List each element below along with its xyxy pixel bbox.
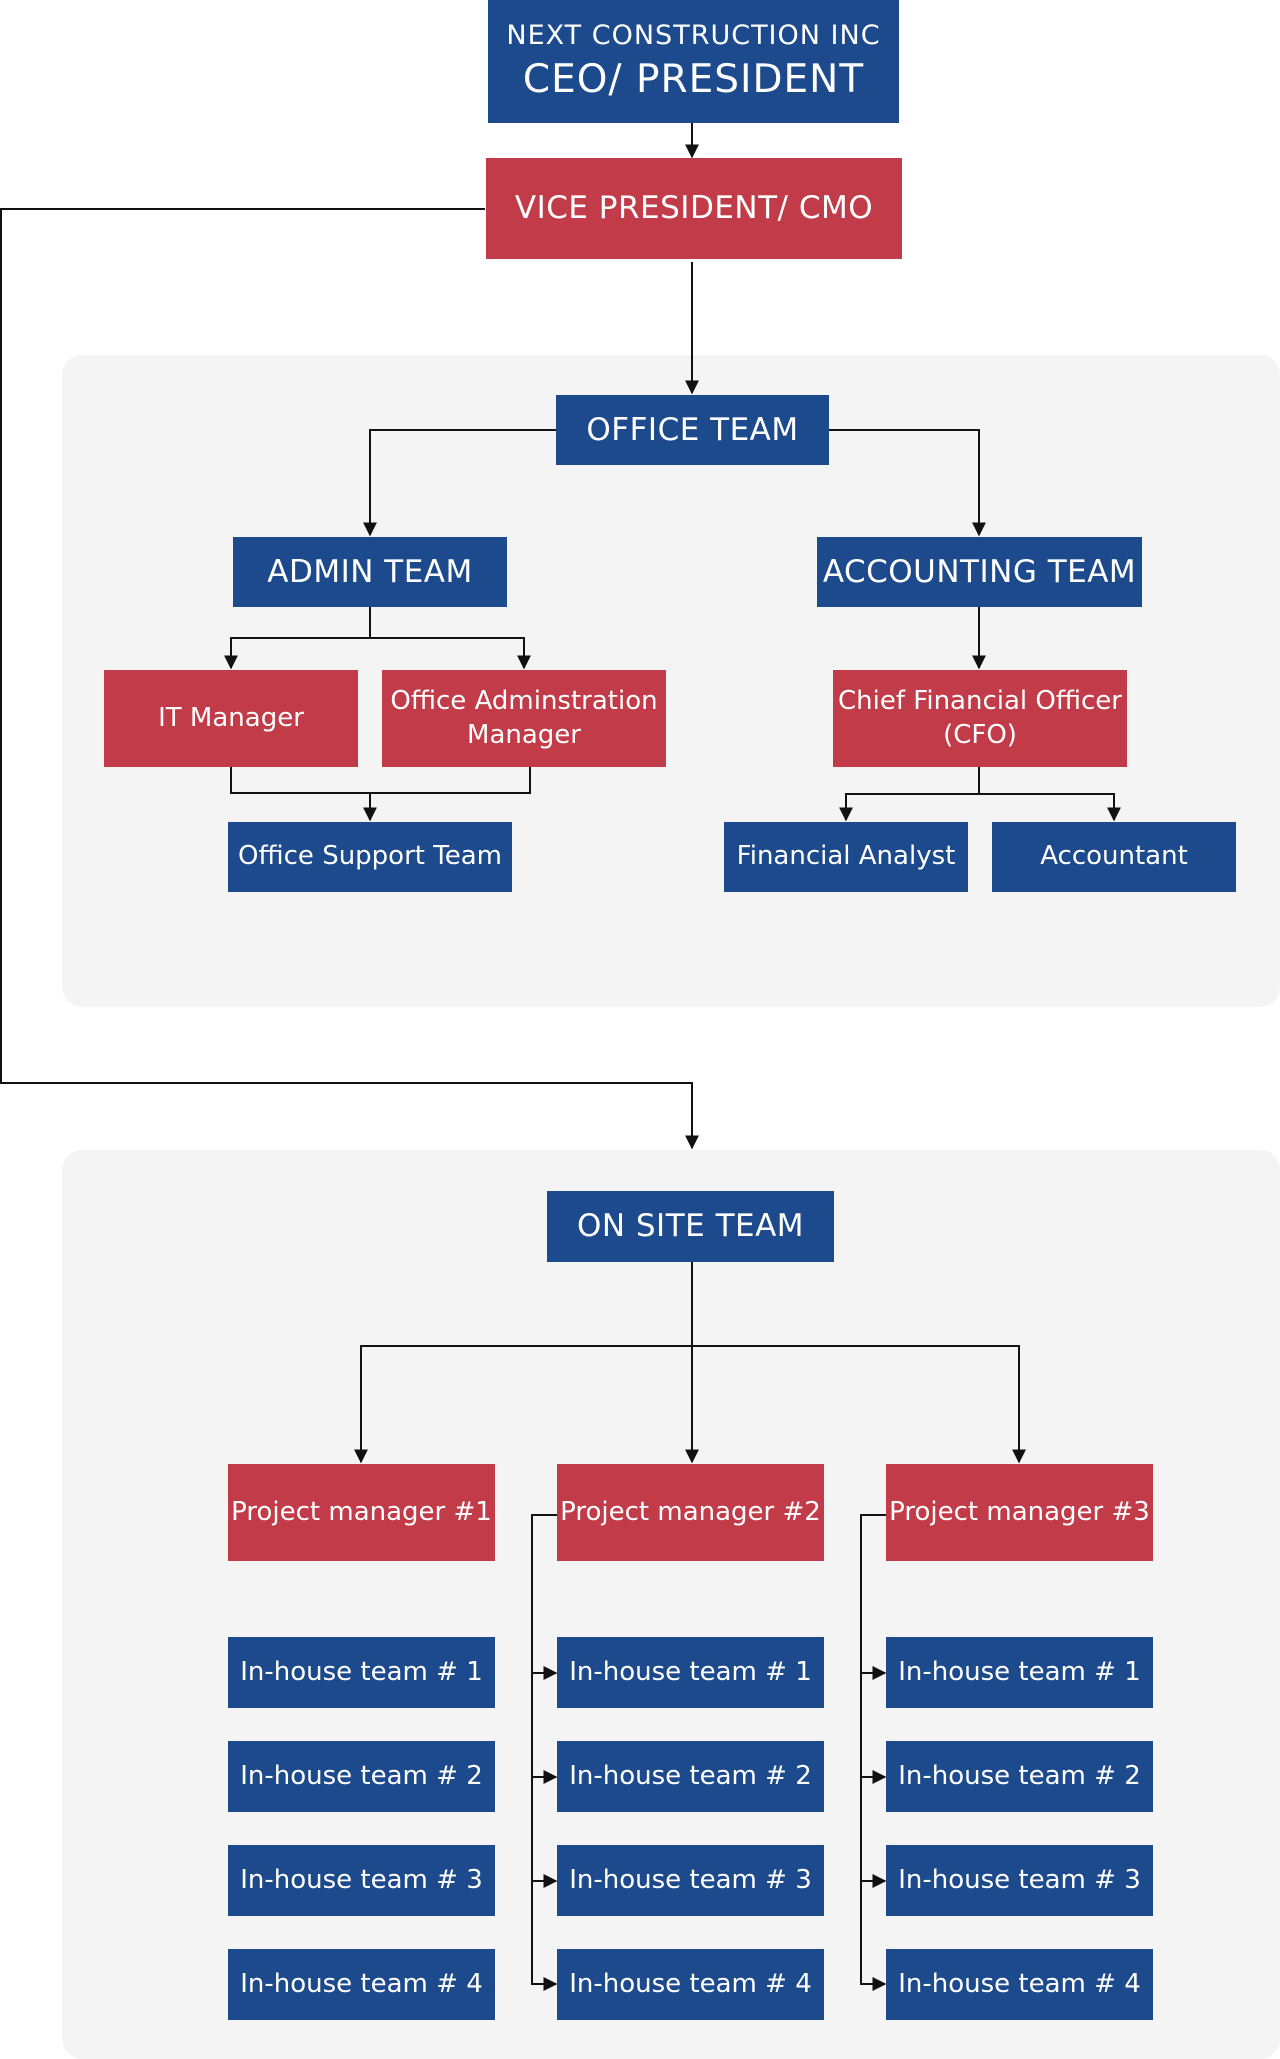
pm3-inhouse-team-1-label: In-house team # 1 bbox=[898, 1656, 1141, 1687]
office-support-team-label: Office Support Team bbox=[238, 841, 502, 872]
pm3-inhouse-team-1: In-house team # 1 bbox=[886, 1637, 1153, 1708]
accounting-team-box: ACCOUNTING TEAM bbox=[817, 537, 1142, 607]
line-admin-to-office-admin bbox=[370, 637, 531, 670]
line-pm2-trunk bbox=[531, 1514, 558, 1991]
pm1-inhouse-team-3: In-house team # 3 bbox=[228, 1845, 495, 1916]
office-support-team-box: Office Support Team bbox=[228, 822, 512, 892]
pm3-inhouse-team-4-label: In-house team # 4 bbox=[898, 1968, 1141, 1999]
onsite-team-title: ON SITE TEAM bbox=[576, 1208, 805, 1245]
company-name: NEXT CONSTRUCTION INC bbox=[506, 19, 881, 51]
pm2-inhouse-team-4-label: In-house team # 4 bbox=[569, 1968, 812, 1999]
line-cfo-to-analyst bbox=[839, 767, 980, 822]
pm3-inhouse-team-3: In-house team # 3 bbox=[886, 1845, 1153, 1916]
project-manager-2-box: Project manager #2 bbox=[557, 1464, 824, 1561]
ceo-title: CEO/ PRESIDENT bbox=[522, 56, 865, 102]
office-team-box: OFFICE TEAM bbox=[556, 395, 829, 465]
ceo-president-box: NEXT CONSTRUCTION INC CEO/ PRESIDENT bbox=[488, 0, 899, 123]
line-cfo-to-accountant bbox=[979, 793, 1121, 822]
office-team-title: OFFICE TEAM bbox=[586, 411, 799, 448]
accounting-team-title: ACCOUNTING TEAM bbox=[822, 553, 1137, 590]
line-vp-to-onsite bbox=[0, 208, 699, 1150]
pm2-inhouse-team-4: In-house team # 4 bbox=[557, 1949, 824, 2020]
pm1-inhouse-team-4-label: In-house team # 4 bbox=[240, 1968, 483, 1999]
project-manager-1-box: Project manager #1 bbox=[228, 1464, 495, 1561]
pm3-inhouse-team-2: In-house team # 2 bbox=[886, 1741, 1153, 1812]
project-manager-3-label: Project manager #3 bbox=[889, 1496, 1150, 1527]
project-manager-2-label: Project manager #2 bbox=[560, 1496, 821, 1527]
it-manager-label: IT Manager bbox=[158, 702, 304, 733]
pm2-inhouse-team-3: In-house team # 3 bbox=[557, 1845, 824, 1916]
financial-analyst-box: Financial Analyst bbox=[724, 822, 968, 892]
pm1-inhouse-team-4: In-house team # 4 bbox=[228, 1949, 495, 2020]
pm1-inhouse-team-3-label: In-house team # 3 bbox=[240, 1864, 483, 1895]
pm2-inhouse-team-3-label: In-house team # 3 bbox=[569, 1864, 812, 1895]
pm1-inhouse-team-1: In-house team # 1 bbox=[228, 1637, 495, 1708]
line-admin-split bbox=[224, 607, 371, 670]
cfo-line2: (CFO) bbox=[943, 719, 1017, 750]
admin-team-title: ADMIN TEAM bbox=[267, 553, 473, 590]
onsite-team-box: ON SITE TEAM bbox=[547, 1191, 834, 1262]
office-admin-manager-line1: Office Adminstration bbox=[390, 685, 658, 716]
project-manager-1-label: Project manager #1 bbox=[231, 1496, 492, 1527]
line-pm3-trunk bbox=[860, 1514, 887, 1991]
pm1-inhouse-team-2: In-house team # 2 bbox=[228, 1741, 495, 1812]
office-admin-manager-box: Office Adminstration Manager bbox=[382, 670, 666, 767]
it-manager-box: IT Manager bbox=[104, 670, 358, 767]
line-onsite-to-pm3 bbox=[692, 1345, 1026, 1464]
pm2-inhouse-team-1-label: In-house team # 1 bbox=[569, 1656, 812, 1687]
accountant-label: Accountant bbox=[1040, 841, 1188, 872]
cfo-line1: Chief Financial Officer bbox=[838, 685, 1122, 716]
pm2-inhouse-team-2: In-house team # 2 bbox=[557, 1741, 824, 1812]
vice-president-box: VICE PRESIDENT/ CMO bbox=[486, 158, 902, 259]
pm3-inhouse-team-2-label: In-house team # 2 bbox=[898, 1760, 1141, 1791]
financial-analyst-label: Financial Analyst bbox=[736, 841, 956, 872]
pm2-inhouse-team-2-label: In-house team # 2 bbox=[569, 1760, 812, 1791]
admin-team-box: ADMIN TEAM bbox=[233, 537, 507, 607]
line-onsite-to-pm1 bbox=[354, 1345, 692, 1464]
pm1-inhouse-team-1-label: In-house team # 1 bbox=[240, 1656, 483, 1687]
pm2-inhouse-team-1: In-house team # 1 bbox=[557, 1637, 824, 1708]
pm1-inhouse-team-2-label: In-house team # 2 bbox=[240, 1760, 483, 1791]
pm3-inhouse-team-4: In-house team # 4 bbox=[886, 1949, 1153, 2020]
project-manager-3-box: Project manager #3 bbox=[886, 1464, 1153, 1561]
cfo-box: Chief Financial Officer (CFO) bbox=[833, 670, 1127, 767]
vp-title: VICE PRESIDENT/ CMO bbox=[514, 190, 874, 227]
line-it-join bbox=[230, 767, 531, 794]
office-admin-manager-line2: Manager bbox=[467, 719, 581, 750]
line-office-to-admin bbox=[363, 429, 556, 537]
accountant-box: Accountant bbox=[992, 822, 1236, 892]
pm3-inhouse-team-3-label: In-house team # 3 bbox=[898, 1864, 1141, 1895]
line-office-to-accounting bbox=[829, 429, 986, 537]
